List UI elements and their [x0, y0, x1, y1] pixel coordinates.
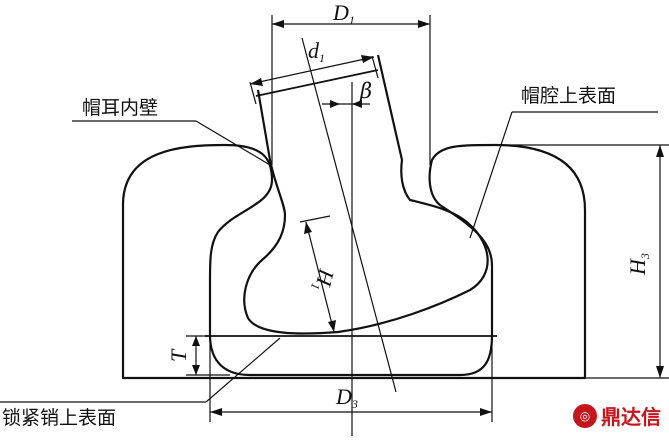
pin-body: [243, 54, 489, 335]
d1-ext-left-small: [249, 81, 257, 105]
T-arrow-top: [192, 336, 200, 346]
pin-surface-label: 锁紧销上表面: [2, 407, 116, 429]
D1-arrow-left: [272, 20, 284, 28]
cap-outer-outline: [121, 143, 587, 380]
H3-label: H3: [625, 253, 652, 276]
T-arrow-bottom: [192, 365, 200, 375]
d1-arrow-right: [361, 55, 374, 63]
D3-label: D3: [335, 384, 358, 411]
d1-dim-line: [249, 56, 375, 85]
D1-arrow-right: [418, 20, 430, 28]
D1-label: D1: [332, 0, 355, 27]
H3-arrow-top: [656, 145, 664, 157]
pin-top-edge: [255, 69, 379, 97]
H1-arrow-top: [304, 222, 312, 234]
H1-label: H1: [308, 265, 340, 294]
watermark: ◎ 鼎达信: [573, 401, 661, 430]
d1-label: d1: [308, 38, 325, 65]
H1-ext-top: [299, 215, 331, 223]
D3-arrow-left: [210, 408, 222, 416]
d1-ext-right-small: [371, 55, 379, 79]
inner-wall-leader: [195, 120, 271, 166]
H3-arrow-bottom: [656, 366, 664, 378]
tilted-centerline: [301, 37, 397, 393]
beta-arrow-b: [352, 100, 362, 108]
cavity-surface-label: 帽腔上表面: [521, 85, 616, 107]
T-label: T: [166, 348, 191, 362]
H1-dim-line: [305, 221, 335, 333]
inner-wall-label: 帽耳内壁: [82, 97, 158, 119]
H1-arrow-bottom: [328, 320, 336, 332]
watermark-text: 鼎达信: [601, 405, 661, 429]
D3-arrow-right: [480, 408, 492, 416]
beta-arrow-a: [330, 100, 340, 108]
beta-label: β: [359, 79, 372, 103]
d1-arrow-left: [250, 78, 263, 86]
pin-leader: [205, 337, 281, 403]
logo-icon: ◎: [573, 403, 597, 428]
cavity-leader: [469, 111, 513, 239]
